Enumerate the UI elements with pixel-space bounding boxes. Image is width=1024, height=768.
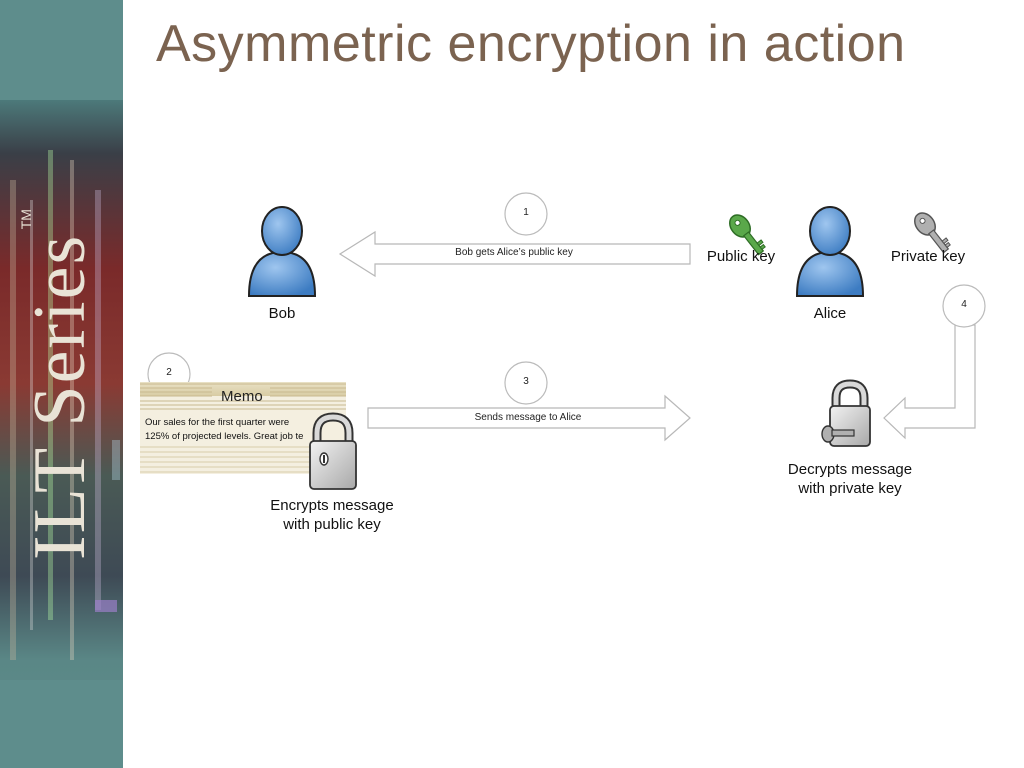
memo-heading: Memo [221, 388, 263, 405]
brand-strip [0, 0, 123, 768]
decrypt-caption-line-1: Decrypts message [787, 461, 913, 478]
lock-icon-decrypt [821, 379, 871, 447]
step-number-3: 3 [523, 376, 529, 387]
person-icon-bob [247, 206, 317, 297]
private-key-icon [914, 212, 951, 254]
step-number-1: 1 [523, 207, 529, 218]
person-label-bob: Bob [268, 305, 296, 322]
memo-line-1: Our sales for the first quarter were [145, 417, 290, 428]
arrow-label-step-3: Sends message to Alice [474, 412, 582, 423]
step-circle-3 [504, 361, 548, 405]
arrow-label-step-1: Bob gets Alice’s public key [455, 247, 573, 258]
public-key-label: Public key [706, 248, 776, 265]
step-number-4: 4 [961, 299, 967, 310]
step-number-2: 2 [166, 367, 172, 378]
person-icon-alice [795, 206, 865, 297]
arrow-step-4 [883, 324, 976, 440]
step-circle-1 [504, 192, 548, 236]
slide-title: Asymmetric encryption in action [156, 15, 906, 73]
memo-line-2: 125% of projected levels. Great job te [145, 431, 304, 442]
private-key-label: Private key [890, 248, 966, 265]
decrypt-caption-line-2: with private key [798, 480, 902, 497]
public-key-icon [729, 214, 766, 256]
arrow-step-1 [338, 230, 691, 278]
lock-icon-encrypt [309, 412, 357, 490]
encrypt-caption-line-2: with public key [283, 516, 381, 533]
arrow-step-3 [367, 394, 691, 442]
encrypt-caption-line-1: Encrypts message [270, 497, 394, 514]
person-label-alice: Alice [813, 305, 847, 322]
step-circle-4 [942, 284, 986, 328]
